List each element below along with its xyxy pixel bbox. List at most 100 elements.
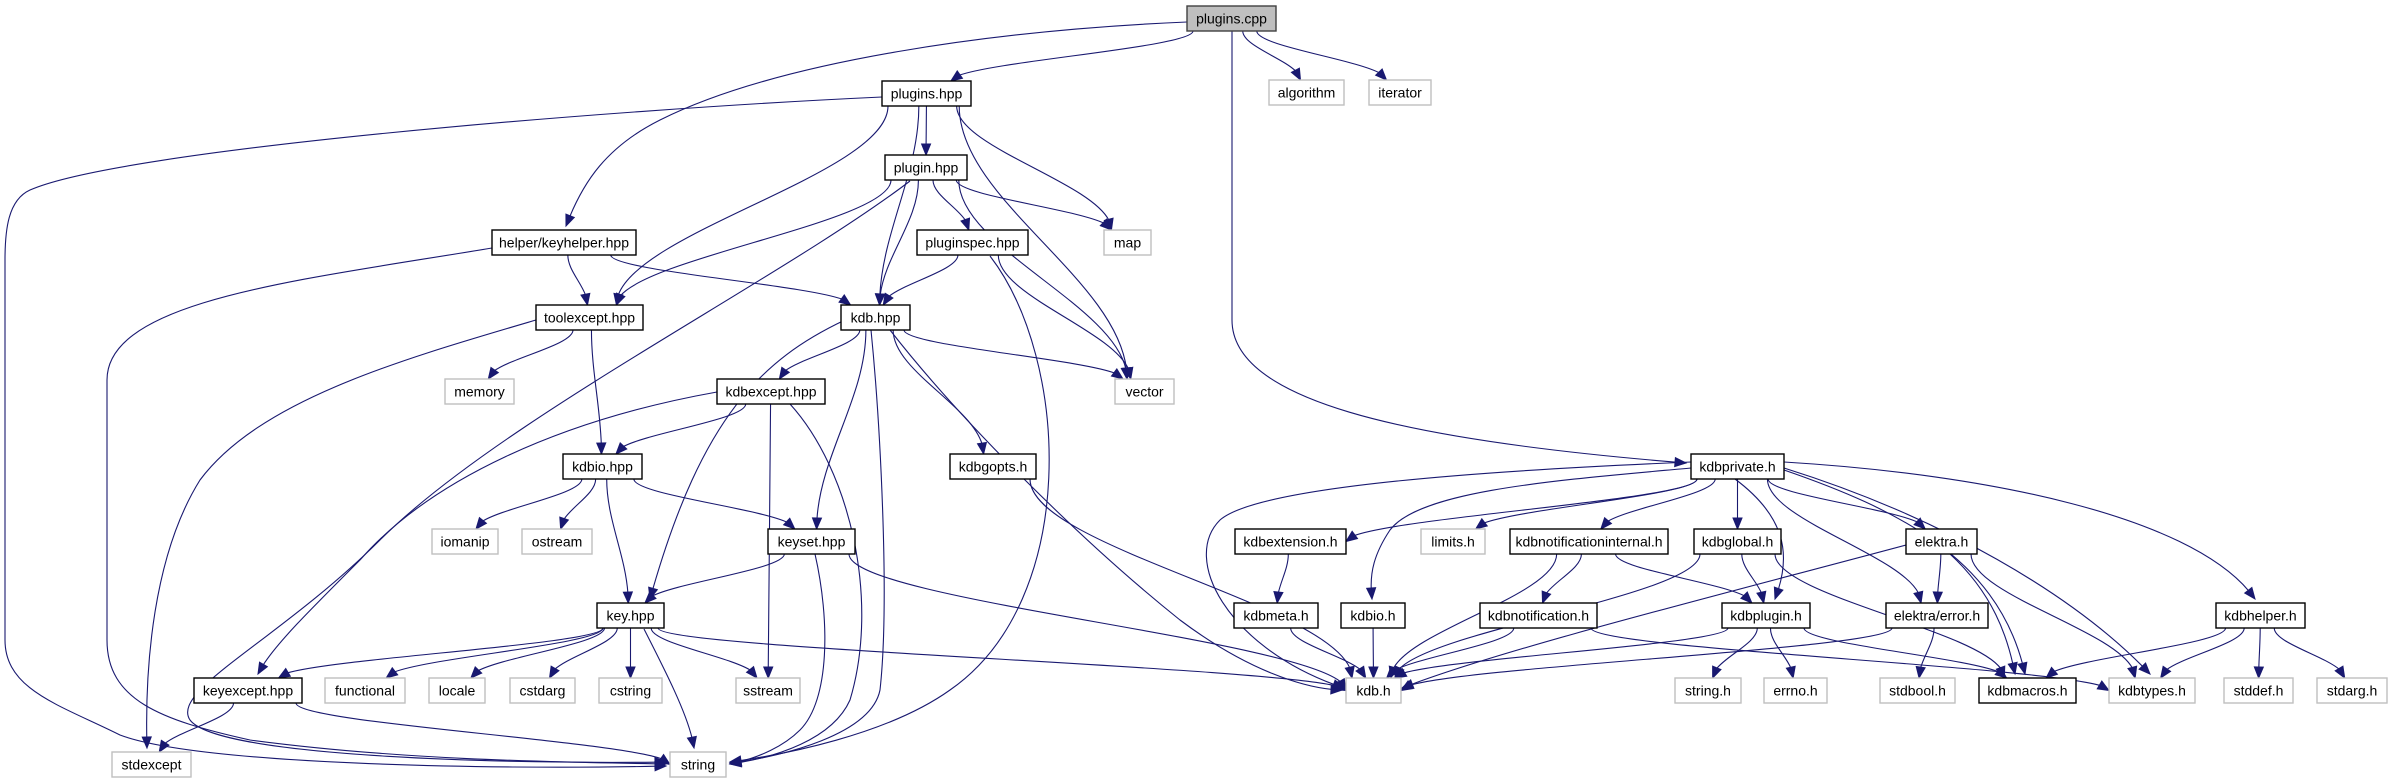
- arrowhead-icon: [141, 736, 152, 750]
- node-kdbgopts-h[interactable]: kdbgopts.h: [949, 453, 1037, 480]
- node-box: [1114, 378, 1175, 405]
- edge-line: [615, 403, 747, 455]
- node-kdbexcept-hpp[interactable]: kdbexcept.hpp: [716, 378, 826, 405]
- node-elektra-error-h[interactable]: elektra/error.h: [1885, 602, 1989, 629]
- edge-elektra_error_h-to-kdb_h: [1399, 627, 1893, 692]
- node-kdbio-hpp[interactable]: kdbio.hpp: [562, 453, 643, 480]
- edge-key_hpp-to-locale: [469, 627, 606, 679]
- node-plugin-hpp[interactable]: plugin.hpp: [884, 154, 968, 181]
- edge-kdbplugin_h-to-errno_h: [1769, 627, 1796, 680]
- arrowhead-icon: [1368, 666, 1379, 680]
- node-label: limits.h: [1431, 534, 1475, 550]
- edge-line: [1590, 627, 2110, 691]
- node-box: [1233, 602, 1319, 629]
- node-label: string: [681, 757, 715, 773]
- edge-key_hpp-to-string: [643, 628, 697, 750]
- edge-line: [644, 553, 785, 604]
- edge-line: [1541, 553, 1582, 604]
- edge-line: [615, 105, 889, 306]
- edge-line: [470, 627, 606, 679]
- arrowhead-icon: [2253, 666, 2265, 680]
- arrowhead-icon: [763, 666, 774, 680]
- arrowhead-icon: [811, 517, 823, 531]
- node-kdbextension-h[interactable]: kdbextension.h: [1234, 528, 1347, 555]
- node-kdbio-h[interactable]: kdbio.h: [1340, 602, 1406, 629]
- edge-line: [2160, 627, 2245, 679]
- edge-toolexcept_hpp-to-kdbio_hpp: [590, 329, 607, 456]
- edge-line: [1390, 553, 1558, 679]
- edge-line: [958, 105, 1128, 380]
- arrowhead-icon: [2007, 661, 2018, 676]
- edge-plugins_cpp-to-iterator: [1256, 30, 1388, 81]
- node-plugins-hpp[interactable]: plugins.hpp: [881, 80, 972, 107]
- node-label: kdbnotificationinternal.h: [1515, 534, 1662, 550]
- node-plugins-cpp[interactable]: plugins.cpp: [1186, 5, 1277, 32]
- node-box: [509, 677, 576, 704]
- edge-line: [650, 627, 758, 679]
- node-kdbtypes-h: kdbtypes.h: [2108, 677, 2196, 704]
- arrowhead-icon: [960, 217, 971, 232]
- edge-elektra_h-to-elektra_error_h: [1932, 553, 1944, 605]
- node-locale: locale: [428, 677, 486, 704]
- node-box: [949, 453, 1037, 480]
- arrowhead-icon: [487, 366, 500, 381]
- node-kdbmacros-h[interactable]: kdbmacros.h: [1978, 677, 2077, 704]
- node-key-hpp[interactable]: key.hpp: [596, 602, 665, 629]
- arrowhead-icon: [882, 292, 894, 307]
- node-toolexcept-hpp[interactable]: toolexcept.hpp: [535, 304, 644, 331]
- edge-line: [729, 403, 863, 765]
- arrowhead-icon: [728, 756, 743, 767]
- arrowhead-icon: [615, 442, 628, 455]
- node-label: functional: [335, 683, 395, 699]
- node-pluginspec-hpp[interactable]: pluginspec.hpp: [916, 229, 1029, 256]
- arrowhead-icon: [1913, 590, 1924, 605]
- arrowhead-icon: [1773, 586, 1784, 601]
- edge-line: [649, 319, 846, 600]
- node-label: cstdarg: [520, 683, 566, 699]
- edge-line: [1936, 553, 1942, 604]
- arrowhead-icon: [1474, 517, 1489, 530]
- node-box: [2223, 677, 2294, 704]
- node-keyset-hpp[interactable]: keyset.hpp: [767, 528, 856, 555]
- arrowhead-icon: [622, 591, 634, 605]
- arrowhead-icon: [1932, 591, 1944, 605]
- node-box: [491, 229, 637, 256]
- node-kdbhelper-h[interactable]: kdbhelper.h: [2215, 602, 2306, 629]
- edge-key_hpp-to-cstdarg: [548, 627, 618, 680]
- node-box: [916, 229, 1029, 256]
- arrowhead-icon: [644, 591, 657, 604]
- node-label: kdbplugin.h: [1730, 608, 1802, 624]
- node-kdbplugin-h[interactable]: kdbplugin.h: [1721, 602, 1811, 629]
- node-keyhelper-hpp[interactable]: helper/keyhelper.hpp: [491, 229, 637, 256]
- node-kdbglobal-h[interactable]: kdbglobal.h: [1693, 528, 1782, 555]
- edge-plugins_cpp-to-keyhelper_hpp: [565, 21, 1188, 228]
- edge-kdbexcept_hpp-to-string: [728, 403, 863, 768]
- node-kdb-hpp[interactable]: kdb.hpp: [840, 304, 911, 331]
- node-box: [1368, 79, 1432, 106]
- node-box: [2316, 677, 2388, 704]
- arrowhead-icon: [1290, 67, 1302, 82]
- node-kdbnotificationinternal-h[interactable]: kdbnotificationinternal.h: [1509, 528, 1669, 555]
- edge-kdbprivate_h-to-kdb_h: [1205, 461, 1692, 690]
- node-elektra-h[interactable]: elektra.h: [1905, 528, 1978, 555]
- edge-pluginspec_hpp-to-vector: [997, 254, 1134, 381]
- node-label: errno.h: [1773, 683, 1817, 699]
- arrowhead-icon: [2159, 665, 2172, 680]
- edge-kdbprivate_h-to-kdbnotificationinternal_h: [1600, 478, 1716, 531]
- edge-kdbexcept_hpp-to-kdbio_hpp: [615, 403, 747, 455]
- node-label: keyset.hpp: [778, 534, 846, 550]
- node-box: [1763, 677, 1828, 704]
- edge-line: [1256, 30, 1388, 81]
- edge-kdbplugin_h-to-string_h: [1712, 627, 1758, 680]
- node-box: [881, 80, 972, 107]
- node-label: plugins.cpp: [1196, 11, 1267, 27]
- edge-plugins_cpp-to-plugins_hpp: [949, 30, 1194, 82]
- node-kdbnotification-h[interactable]: kdbnotification.h: [1479, 602, 1598, 629]
- node-kdbmeta-h[interactable]: kdbmeta.h: [1233, 602, 1319, 629]
- edge-line: [729, 553, 826, 765]
- node-keyexcept-hpp[interactable]: keyexcept.hpp: [193, 677, 303, 704]
- edge-pluginspec_hpp-to-kdb_hpp: [882, 254, 959, 307]
- node-label: kdbprivate.h: [1699, 459, 1775, 475]
- edge-line: [4, 96, 883, 768]
- node-kdbprivate-h[interactable]: kdbprivate.h: [1690, 453, 1785, 480]
